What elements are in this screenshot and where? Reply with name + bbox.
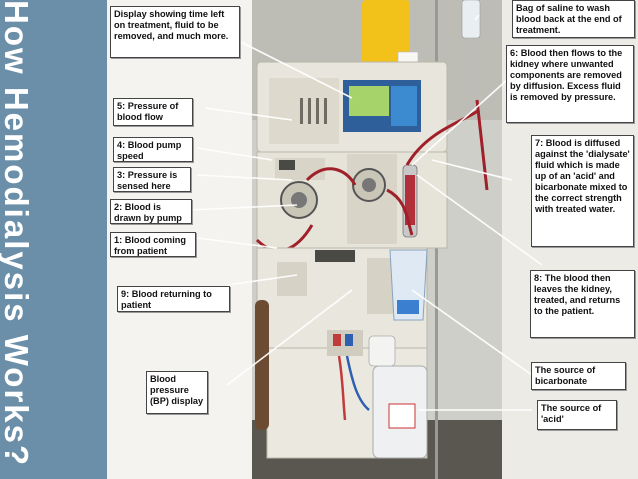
callout-bicarbonate: The source of bicarbonate <box>531 362 626 390</box>
callout-blood-returning: 9: Blood returning to patient <box>117 286 230 312</box>
callout-dialysate: 7: Blood is diffused against the 'dialys… <box>531 135 634 247</box>
callout-saline-bag: Bag of saline to wash blood back at the … <box>512 0 635 38</box>
callout-blood-flow-pressure: 5: Pressure of blood flow <box>113 98 193 126</box>
callout-blood-pump-speed: 4: Blood pump speed <box>113 137 193 162</box>
callout-pressure-sensed: 3: Pressure is sensed here <box>113 167 191 192</box>
callout-blood-leaves: 8: The blood then leaves the kidney, tre… <box>530 270 635 338</box>
callout-kidney-flow: 6: Blood then flows to the kidney where … <box>506 45 634 123</box>
callout-acid: The source of 'acid' <box>537 400 617 430</box>
side-title: How Hemodialysis Works? <box>0 0 35 468</box>
callout-display: Display showing time left on treatment, … <box>110 6 240 58</box>
callout-blood-drawn: 2: Blood is drawn by pump <box>110 199 192 224</box>
callout-blood-coming: 1: Blood coming from patient <box>110 232 196 257</box>
side-bar: How Hemodialysis Works? <box>0 0 107 479</box>
callout-bp-display: Blood pressure (BP) display <box>146 371 208 414</box>
